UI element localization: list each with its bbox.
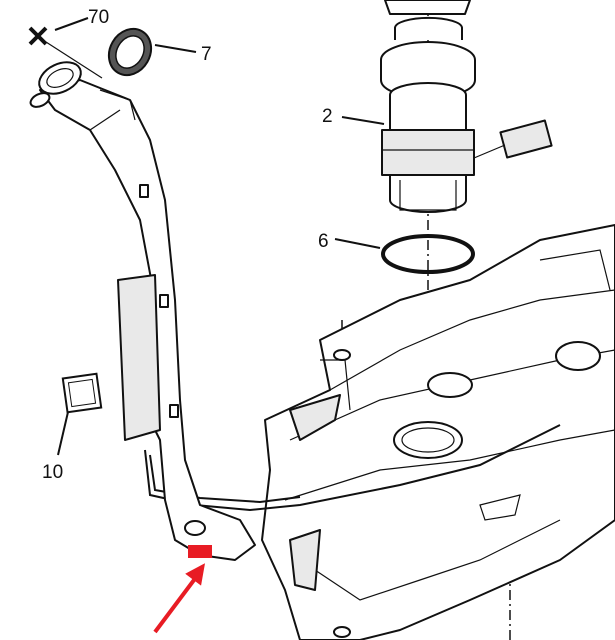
filler-neck-seal	[107, 27, 153, 77]
callout-6: 6	[318, 231, 329, 252]
callout-2: 2	[322, 106, 333, 127]
callout-7: 7	[201, 44, 212, 65]
tether-x-icon	[28, 26, 48, 46]
filler-pipe	[29, 61, 256, 561]
leader-70	[54, 17, 89, 31]
leader-6	[334, 238, 381, 249]
callout-70: 70	[88, 7, 109, 28]
pump-module-seal-ring	[381, 234, 475, 274]
leader-7	[154, 44, 197, 53]
fuel-pump-module	[380, 0, 553, 213]
electrical-connector	[499, 119, 553, 159]
leader-10	[57, 411, 69, 456]
fuel-tank	[261, 224, 615, 640]
vent-line	[149, 454, 301, 504]
leader-2	[341, 116, 385, 125]
label-plate	[61, 372, 103, 414]
highlighted-connector	[188, 545, 212, 558]
red-arrow	[153, 563, 206, 634]
callout-10: 10	[42, 462, 63, 483]
